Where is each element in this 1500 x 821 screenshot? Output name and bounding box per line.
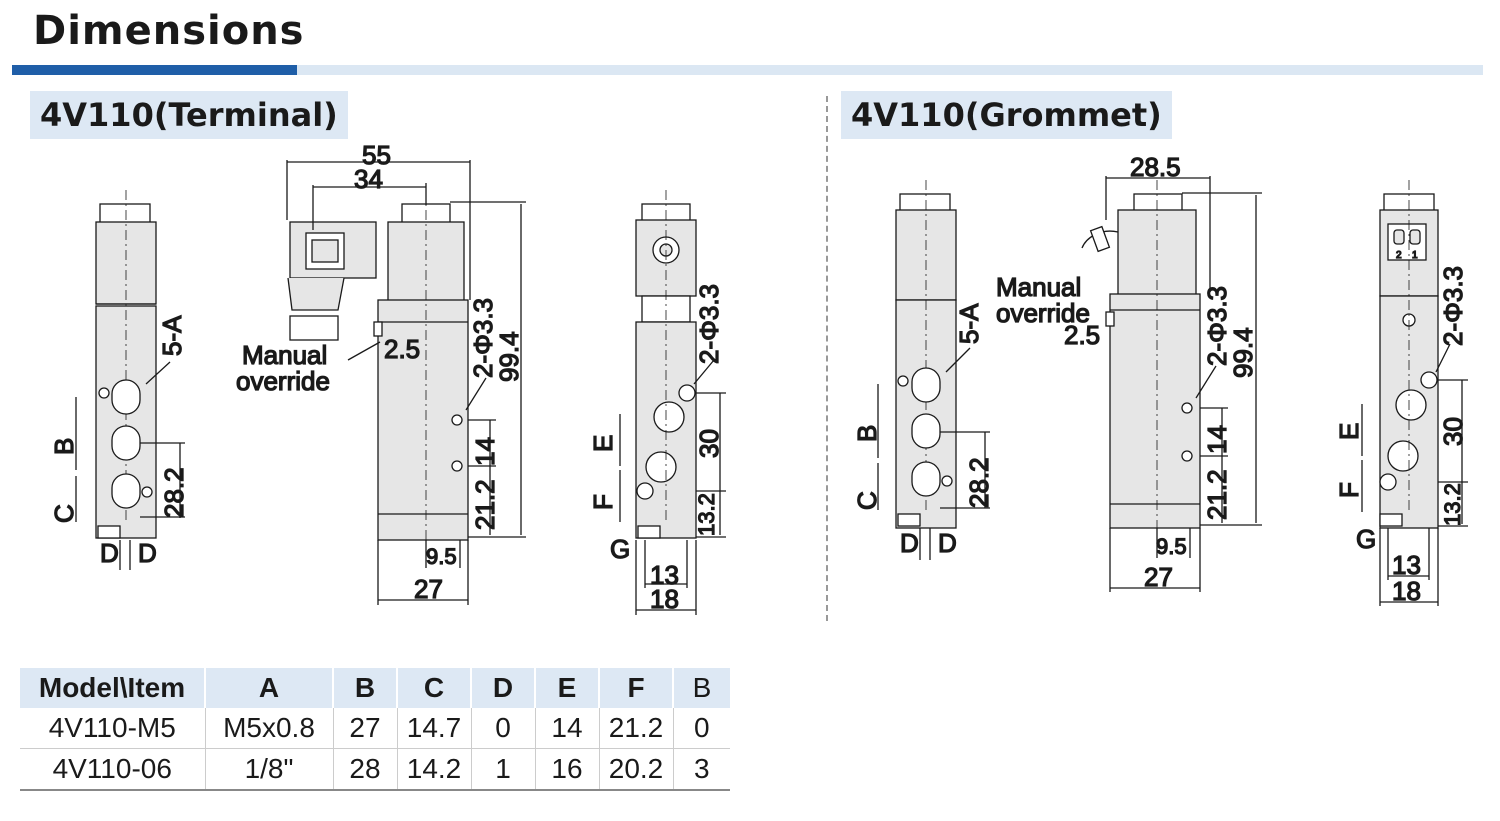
dim-label-5a: 5-A: [157, 315, 187, 356]
dim-27: 27: [414, 574, 443, 604]
dim-label-g: G: [610, 534, 630, 564]
table-header: B: [673, 668, 730, 708]
table-cell: 0: [673, 708, 730, 749]
spec-table: Model\Item A B C D E F B 4V110-M5 M5x0.8…: [20, 668, 730, 791]
g-dim-hole-end: 2-Φ3.3: [1438, 266, 1468, 346]
table-cell: 14: [535, 708, 600, 749]
terminal-side-view: [286, 160, 526, 605]
g-dim-label-d2: D: [938, 528, 957, 558]
table-cell: 4V110-M5: [20, 708, 206, 749]
g-dim-28-2: 28.2: [964, 457, 994, 508]
table-header-row: Model\Item A B C D E F B: [20, 668, 730, 708]
table-cell: M5x0.8: [205, 708, 334, 749]
g-dim-14: 14: [1202, 425, 1232, 454]
g-pin1-label: 1: [1412, 250, 1418, 261]
g-dim-hole: 2-Φ3.3: [1202, 286, 1232, 366]
table-row: 4V110-06 1/8" 28 14.2 1 16 20.2 3: [20, 748, 730, 791]
title-underline: [12, 65, 1483, 75]
dim-hole: 2-Φ3.3: [468, 298, 498, 378]
dim-2-5: 2.5: [384, 334, 420, 364]
g-dim-99-4: 99.4: [1228, 327, 1258, 378]
table-cell: 0: [471, 708, 536, 749]
table-cell: 20.2: [599, 748, 674, 791]
table-header: F: [599, 668, 674, 708]
g-dim-13: 13: [1392, 550, 1421, 580]
page-title: Dimensions: [33, 8, 305, 54]
table-cell: 1: [471, 748, 536, 791]
grommet-end-view: [1361, 180, 1468, 606]
dim-hole-end: 2-Φ3.3: [694, 284, 724, 364]
g-manual-override-line1: Manual: [996, 272, 1081, 302]
dim-9-5: 9.5: [426, 544, 457, 569]
table-cell: 3: [673, 748, 730, 791]
table-cell: 14.2: [397, 748, 472, 791]
dim-label-e: E: [588, 435, 618, 452]
table-row: 4V110-M5 M5x0.8 27 14.7 0 14 21.2 0: [20, 708, 730, 749]
dim-28-2: 28.2: [159, 467, 189, 518]
table-header: C: [397, 668, 472, 708]
terminal-end-view: [619, 190, 726, 615]
g-dim-13-2: 13.2: [1440, 483, 1465, 526]
manual-override-label-line2: override: [236, 366, 330, 396]
dim-13: 13: [650, 560, 679, 590]
section-divider: [826, 96, 828, 621]
g-pin2-label: 2: [1396, 250, 1402, 261]
dim-14: 14: [470, 437, 500, 466]
g-dim-label-f: F: [1334, 482, 1364, 498]
grommet-side-view: [1081, 176, 1262, 592]
table-cell: 21.2: [599, 708, 674, 749]
table-cell: 4V110-06: [20, 748, 206, 791]
table-header: A: [205, 668, 334, 708]
dim-99-4: 99.4: [494, 331, 524, 382]
g-dim-30: 30: [1438, 417, 1468, 446]
dim-label-d1: D: [100, 538, 119, 568]
title-underline-accent: [12, 65, 297, 75]
dim-18: 18: [650, 584, 679, 614]
manual-override-label-line1: Manual: [242, 340, 327, 370]
grommet-front-view: [877, 180, 990, 560]
table-header: Model\Item: [20, 668, 206, 708]
dim-label-c: C: [49, 504, 79, 523]
g-dim-9-5: 9.5: [1156, 534, 1187, 559]
g-manual-override-line2: override: [996, 298, 1090, 328]
section-title-terminal: 4V110(Terminal): [30, 91, 348, 139]
g-dim-27: 27: [1144, 562, 1173, 592]
table-cell: 28: [333, 748, 398, 791]
g-dim-label-c: C: [852, 491, 882, 510]
table-cell: 27: [333, 708, 398, 749]
dim-13-2: 13.2: [694, 493, 719, 536]
g-dim-label-d1: D: [900, 528, 919, 558]
g-dim-label-e: E: [1334, 423, 1364, 440]
terminal-front-view: [75, 190, 185, 570]
dim-label-f: F: [588, 494, 618, 510]
g-dim-label-b: B: [852, 425, 882, 442]
table-header: E: [535, 668, 600, 708]
dim-label-b: B: [49, 438, 79, 455]
table-cell: 1/8": [205, 748, 334, 791]
table-header: D: [471, 668, 536, 708]
table-header: B: [333, 668, 398, 708]
g-dim-28-5: 28.5: [1130, 152, 1181, 182]
dim-55: 55: [362, 140, 391, 170]
dim-21-2: 21.2: [470, 479, 500, 530]
g-dim-label-g: G: [1356, 524, 1376, 554]
section-title-grommet: 4V110(Grommet): [841, 91, 1172, 139]
table-cell: 16: [535, 748, 600, 791]
dim-label-d2: D: [138, 538, 157, 568]
g-dim-label-5a: 5-A: [954, 303, 984, 344]
dim-34: 34: [354, 164, 383, 194]
dim-30: 30: [694, 429, 724, 458]
table-cell: 14.7: [397, 708, 472, 749]
g-dim-18: 18: [1392, 576, 1421, 606]
g-dim-21-2: 21.2: [1202, 469, 1232, 520]
g-dim-2-5: 2.5: [1064, 320, 1100, 350]
